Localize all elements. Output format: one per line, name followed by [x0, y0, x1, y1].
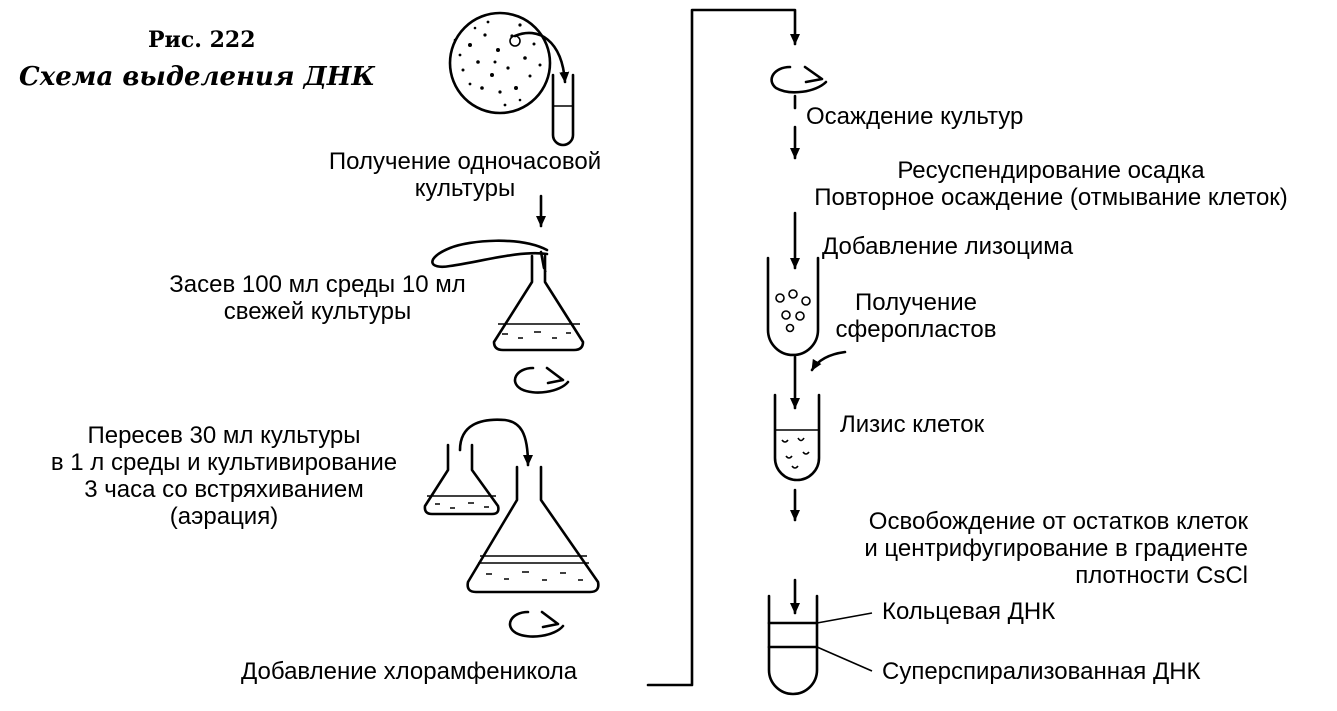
pipette-icon [431, 239, 549, 273]
step-chloramphenicol: Добавление хлорамфеникола [241, 658, 578, 685]
step-reinoculation: Пересев 30 мл культуры в 1 л среды и кул… [50, 422, 398, 530]
step-lysozyme: Добавление лизоцима [822, 233, 1074, 260]
step-spheroplasts: Получение сферопластов [835, 289, 997, 343]
step-resuspension: Ресуспендирование осадка Повторное осажд… [814, 157, 1288, 211]
lower-band-leader [816, 646, 873, 672]
step-inoculation: Засев 100 мл среды 10 мл свежей культуры [169, 271, 466, 325]
upper-band-leader [816, 612, 873, 624]
test-tube-icon [551, 73, 575, 147]
step-cscl-centrifugation: Освобождение от остатков клеток и центри… [864, 508, 1248, 589]
tube-gradient-icon [767, 594, 819, 696]
step-sedimentation: Осаждение культур [806, 103, 1024, 130]
shaking-icon [508, 610, 565, 638]
connector-line [646, 8, 800, 687]
centrifuge-icon [770, 65, 828, 94]
figure-title: Схема выделения ДНК [19, 62, 376, 92]
label-supercoiled-dna: Суперспирализованная ДНК [882, 658, 1201, 685]
petri-dish-icon [448, 11, 570, 115]
label-circular-dna: Кольцевая ДНК [882, 598, 1056, 625]
tube-spheroplasts-icon [766, 256, 820, 357]
flask-large-icon [466, 465, 600, 594]
flask-small-icon [492, 254, 585, 352]
figure-number: Рис. 222 [148, 27, 256, 53]
step-cell-lysis: Лизис клеток [840, 411, 985, 438]
step-one-hour-culture: Получение одночасовой культуры [328, 148, 602, 202]
tube-lysis-icon [773, 393, 821, 482]
shaking-icon [513, 366, 570, 394]
flask-source-icon [423, 443, 500, 516]
